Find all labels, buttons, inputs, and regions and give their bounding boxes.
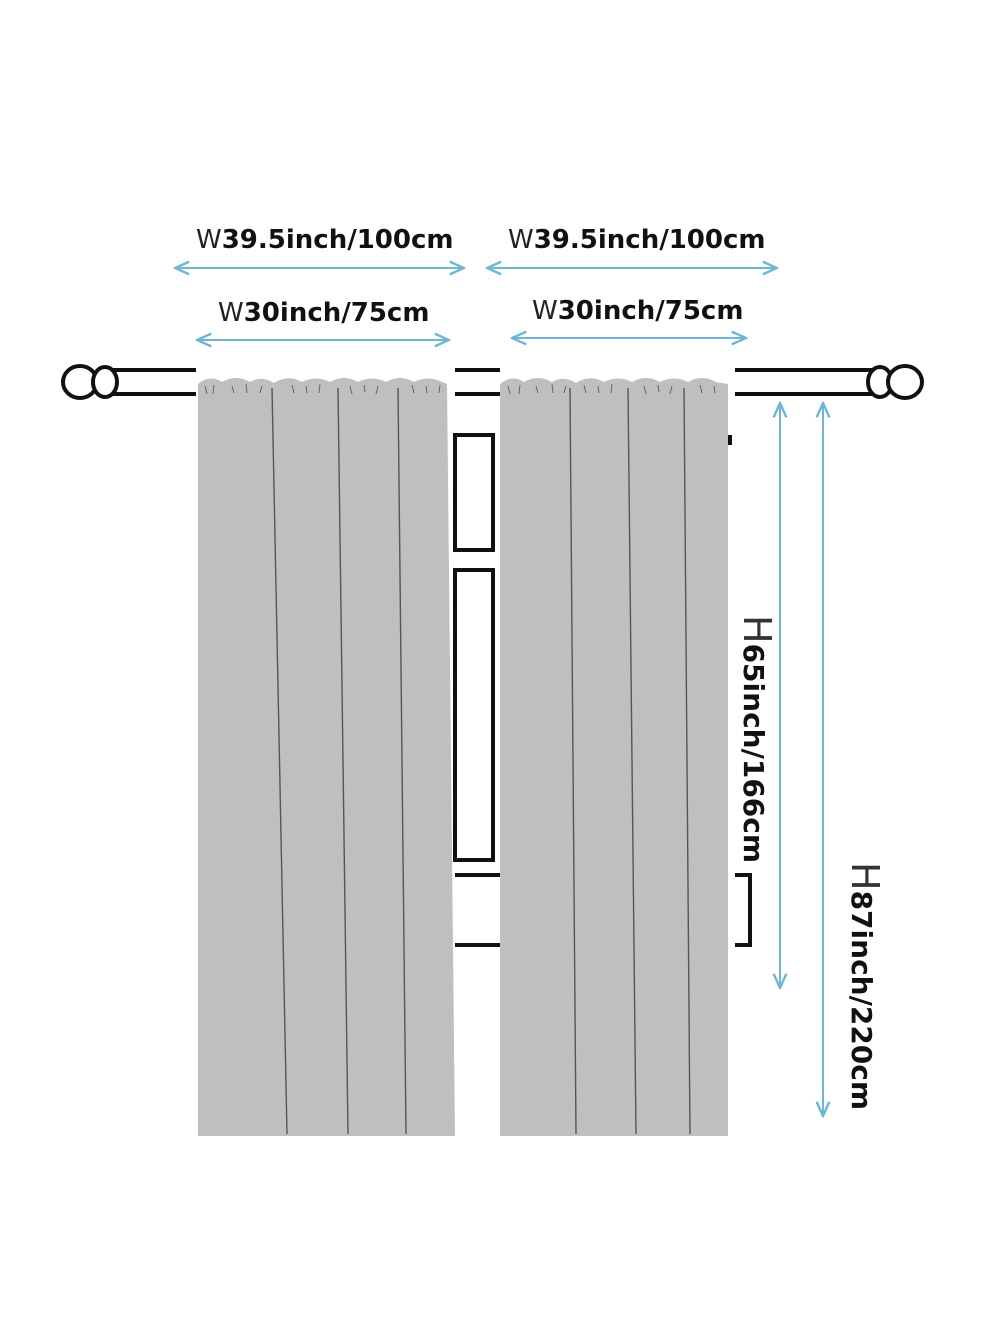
width-value: 30inch/75cm — [557, 296, 744, 326]
width-prefix: W — [218, 298, 244, 328]
rod-finial-right — [866, 364, 924, 400]
rod-finial-left — [61, 364, 119, 400]
width-value: 30inch/75cm — [243, 298, 430, 328]
height-label-short: H65inch/166cm — [735, 615, 779, 864]
window-frame — [453, 433, 752, 947]
curtain-panel-right — [500, 378, 728, 1136]
height-value: 87inch/220cm — [845, 890, 878, 1111]
width-label-panel-right: W30inch/75cm — [532, 298, 743, 324]
height-label-long: H87inch/220cm — [843, 862, 887, 1111]
width-prefix: W — [196, 225, 222, 255]
width-label-panel-left: W30inch/75cm — [218, 300, 429, 326]
width-value: 39.5inch/100cm — [533, 225, 766, 255]
curtain-panel-left — [198, 378, 455, 1136]
width-value: 39.5inch/100cm — [221, 225, 454, 255]
width-label-top-right: W39.5inch/100cm — [508, 227, 765, 253]
width-prefix: W — [532, 296, 558, 326]
height-value: 65inch/166cm — [737, 643, 770, 864]
width-prefix: W — [508, 225, 534, 255]
height-prefix: H — [843, 862, 887, 891]
width-label-top-left: W39.5inch/100cm — [196, 227, 453, 253]
height-prefix: H — [735, 615, 779, 644]
curtain-rod — [105, 368, 880, 396]
